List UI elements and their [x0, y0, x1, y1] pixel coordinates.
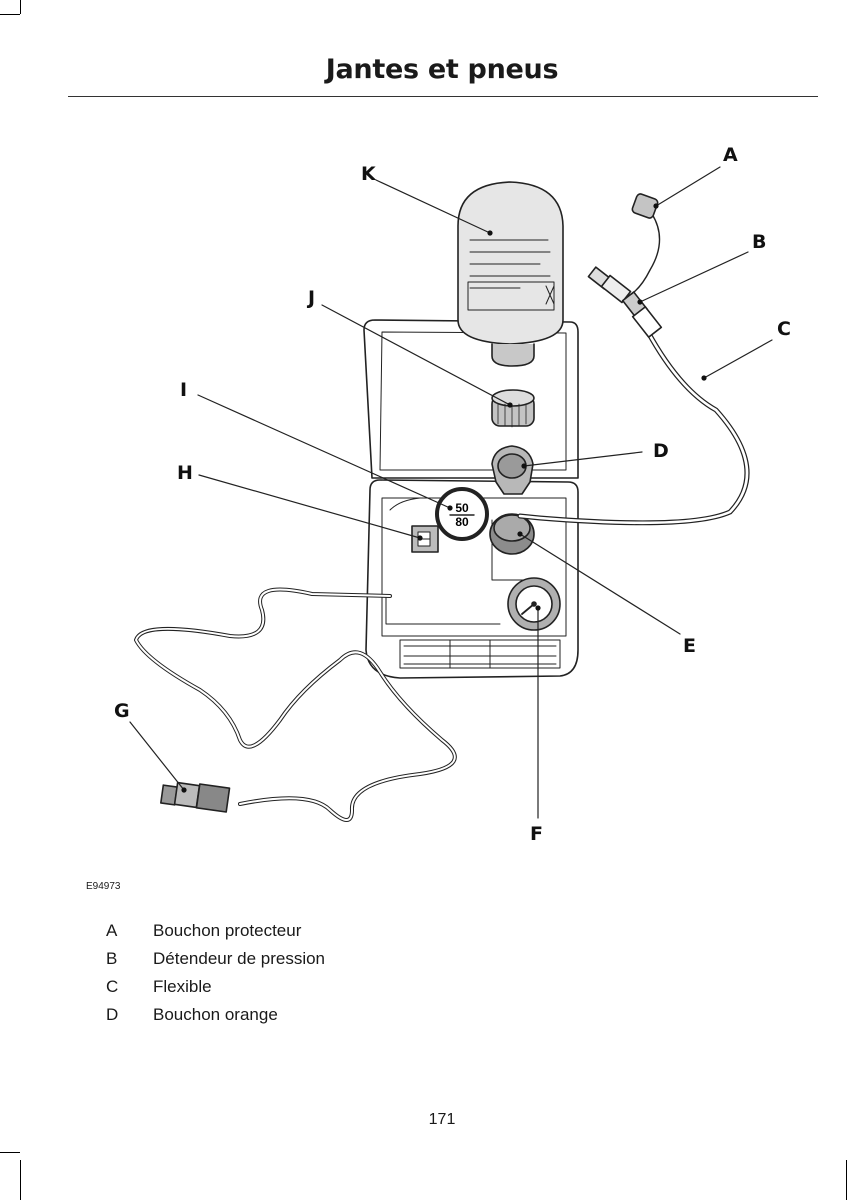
callout-g: G [114, 700, 130, 722]
sealant-bottle [457, 181, 564, 367]
pressure-valve [587, 266, 663, 338]
legend-item: A Bouchon protecteur [106, 921, 325, 949]
legend-key: A [106, 921, 118, 940]
kit-lid [363, 319, 579, 479]
hose-connector [489, 513, 535, 555]
speed-sticker [435, 487, 489, 541]
callout-k: K [361, 163, 377, 185]
callout-j: J [306, 287, 315, 309]
tire-repair-kit-figure: 50 80 A B C D E F G H I J K [114, 144, 791, 845]
crop-mark-top-left-v [20, 0, 21, 14]
callout-i: I [180, 379, 187, 401]
legend-item: C Flexible [106, 977, 325, 1005]
legend-text: Bouchon protecteur [153, 921, 302, 940]
bottle-cap [491, 389, 535, 428]
callout-b: B [752, 231, 766, 253]
legend-key: B [106, 949, 118, 968]
crop-mark-bottom-left-v [20, 1160, 21, 1200]
callout-a: A [723, 144, 738, 166]
legend-item: D Bouchon orange [106, 1005, 325, 1033]
crop-mark-top-left-h [0, 14, 20, 15]
callout-h: H [177, 462, 193, 484]
page-number: 171 [428, 1111, 456, 1128]
legend-key: D [106, 1005, 119, 1024]
callout-d: D [653, 440, 669, 462]
crop-mark-bottom-left-h [0, 1152, 20, 1153]
callout-f: F [530, 823, 543, 845]
legend-text: Détendeur de pression [153, 949, 326, 968]
power-plug [160, 781, 231, 813]
sticker-top-value: 50 [455, 501, 469, 515]
sticker-bottom-value: 80 [455, 515, 469, 529]
crop-mark-bottom-right-v [846, 1160, 847, 1200]
callout-e: E [683, 635, 696, 657]
figure-reference: E94973 [86, 881, 121, 892]
legend-text: Bouchon orange [153, 1005, 278, 1024]
legend-item: B Détendeur de pression [106, 949, 325, 977]
legend-key: C [106, 977, 119, 996]
legend-text: Flexible [153, 977, 212, 996]
title-rule [68, 96, 818, 97]
orange-cap [491, 445, 534, 495]
legend-list: A Bouchon protecteur B Détendeur de pressi… [106, 921, 325, 1033]
page-title: Jantes et pneus [325, 54, 559, 85]
callout-c: C [777, 318, 791, 340]
protective-cap [631, 193, 659, 219]
pressure-gauge [507, 577, 561, 631]
